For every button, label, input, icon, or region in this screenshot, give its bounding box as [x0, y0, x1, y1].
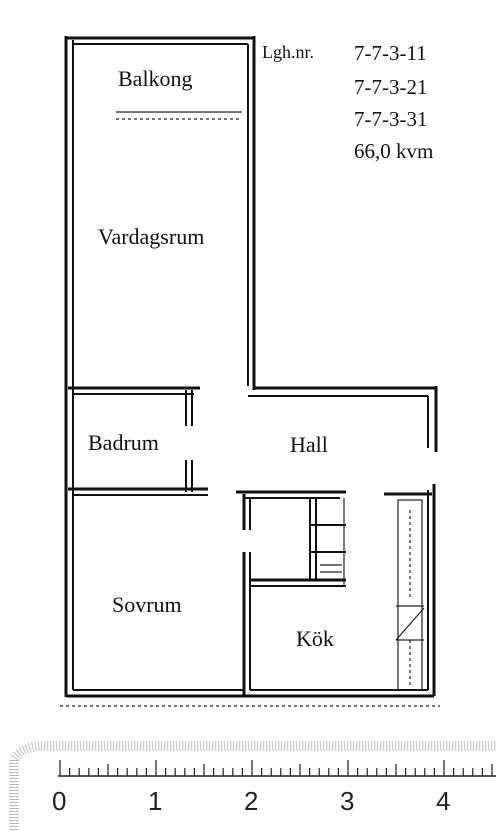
apartment-area: 66,0 kvm: [354, 139, 433, 163]
scale-label-3: 3: [340, 786, 354, 816]
sovrum-label: Sovrum: [112, 592, 182, 617]
kok-label: Kök: [296, 626, 334, 651]
apartment-number-3: 7-7-3-31: [354, 107, 427, 131]
scale-label-2: 2: [244, 786, 258, 816]
vardagsrum-label: Vardagsrum: [98, 224, 204, 249]
hall-label: Hall: [290, 432, 328, 457]
apartment-number-1: 7-7-3-11: [354, 41, 427, 65]
scale-ruler: 0 1 2 3 4: [9, 741, 496, 830]
scale-label-0: 0: [52, 786, 66, 816]
balkong-label: Balkong: [118, 66, 193, 91]
walls: [60, 36, 440, 707]
badrum-label: Badrum: [88, 430, 159, 455]
apartment-number-label: Lgh.nr.: [262, 42, 314, 62]
scale-label-4: 4: [436, 786, 450, 816]
apartment-number-2: 7-7-3-21: [354, 75, 427, 99]
scale-label-1: 1: [148, 786, 162, 816]
